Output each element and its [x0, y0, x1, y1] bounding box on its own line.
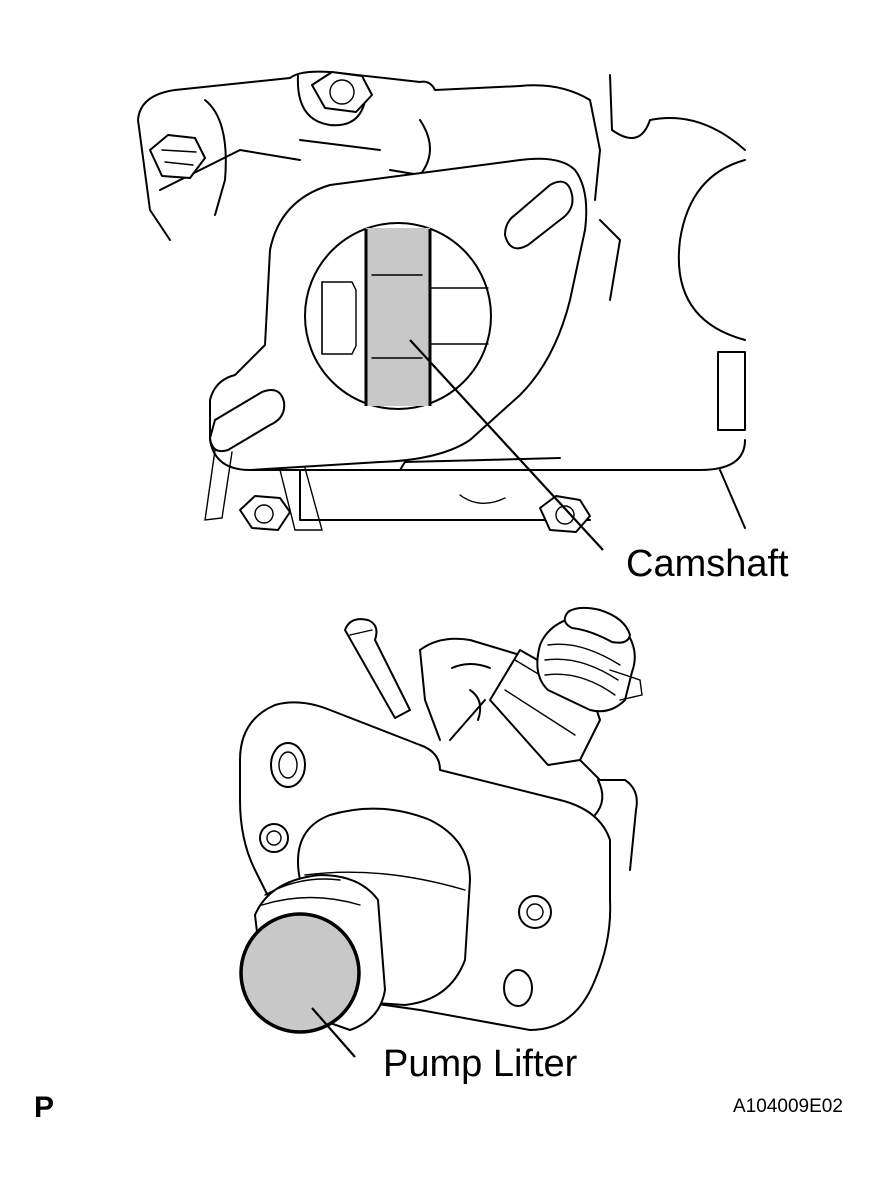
flange-bolt-bottom-left	[239, 495, 291, 531]
housing-nut-top	[311, 71, 373, 113]
view-letter: P	[34, 1091, 55, 1124]
camshaft-leader-line	[409, 339, 604, 551]
outlet-fitting	[489, 606, 643, 766]
pump-flange-hole-right	[518, 895, 552, 929]
flange-bolt-top-left	[149, 134, 206, 179]
figure-code: A104009E02	[733, 1096, 843, 1117]
fuel-pump-drawing	[239, 606, 643, 1058]
cylinder-head-drawing	[137, 70, 746, 551]
pump-flange-hole-left	[259, 823, 289, 853]
camshaft-label: Camshaft	[626, 543, 789, 585]
flange-slot	[504, 180, 574, 250]
pump-pin	[344, 618, 411, 719]
pump-flange-hole-top	[270, 742, 306, 788]
pump-lifter-leader-line	[311, 1007, 356, 1058]
pump-flange-hole-bottom	[503, 969, 533, 1007]
flange-stud	[209, 389, 286, 453]
camshaft-lobe-highlight	[366, 228, 430, 406]
pump-lifter-label: Pump Lifter	[383, 1043, 578, 1085]
pump-lifter-face-highlight	[239, 912, 361, 1034]
